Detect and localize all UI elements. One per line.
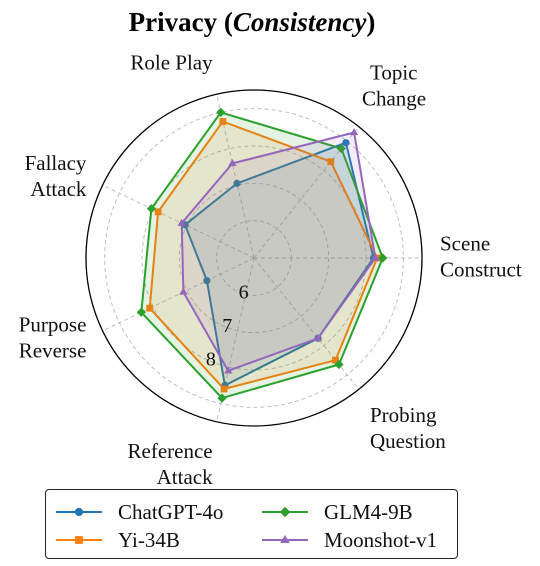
series-0-point-4 <box>203 277 211 285</box>
series-3-point-4 <box>179 287 188 295</box>
grid-spoke <box>102 257 255 332</box>
legend-label-glm: GLM4-9B <box>324 499 413 524</box>
series-line-3 <box>180 131 377 372</box>
grid-spoke <box>253 257 360 390</box>
legend-marker-1 <box>75 536 83 544</box>
series-2-point-0 <box>378 253 388 263</box>
radial-ticks: 678 <box>206 282 249 371</box>
legend-marker-3 <box>280 534 290 544</box>
axis-label-4-line-1: Reverse <box>19 338 87 362</box>
series-line-0 <box>184 141 375 387</box>
axis-label-0-line-0: Scene <box>440 232 490 256</box>
series-2-point-3 <box>146 203 157 214</box>
series-line-1 <box>148 120 379 390</box>
axis-label-6-line-0: Probing <box>370 403 437 427</box>
legend-label-moonshot: Moonshot-v1 <box>324 527 438 552</box>
axis-label-1-line-1: Change <box>362 86 426 110</box>
grid-spoke <box>253 126 360 259</box>
series-2-point-5 <box>217 393 227 403</box>
axis-label-5-line-1: Attack <box>157 465 213 489</box>
legend-swatch-glm <box>262 506 308 518</box>
legend-marker-0 <box>74 507 84 517</box>
radial-tick-label: 6 <box>239 282 249 304</box>
series-1-point-5 <box>220 385 228 393</box>
radial-tick-label: 7 <box>222 315 232 337</box>
legend-marker-2 <box>279 506 291 518</box>
axis-label-0-line-1: Construct <box>440 258 522 282</box>
title-paren-open: ( <box>217 7 233 37</box>
grid-spoke <box>102 184 255 259</box>
axis-label-5-line-0: Reference <box>128 439 213 463</box>
axis-label-1-line-0: Topic <box>370 60 418 84</box>
series-0-point-1 <box>342 139 350 147</box>
outer-frame <box>85 89 423 427</box>
legend-swatch-yi <box>56 536 102 544</box>
legend-item-yi: Yi-34B <box>54 527 180 553</box>
series-1-point-3 <box>154 208 162 216</box>
series-3-point-6 <box>313 333 323 341</box>
axis-label-6-line-1: Question <box>370 429 446 453</box>
series-2-point-4 <box>136 307 146 317</box>
axis-label-2: Role Play <box>130 50 213 74</box>
series-area-2 <box>141 112 383 399</box>
series-1-point-6 <box>332 356 339 364</box>
axis-label-4-line-0: Purpose <box>19 312 87 336</box>
legend: ChatGPT-4o Yi-34B GLM4-9B Moonshot-v1 <box>45 489 458 559</box>
series-1-point-1 <box>327 158 335 166</box>
series-2-point-2 <box>216 107 226 118</box>
legend-swatch-moonshot <box>262 534 308 544</box>
legend-label-yi: Yi-34B <box>118 527 180 552</box>
legend-item-moonshot: Moonshot-v1 <box>260 527 437 553</box>
legend-item-glm: GLM4-9B <box>260 499 413 525</box>
grid-ring <box>178 182 330 334</box>
axis-label-3-line-1: Attack <box>30 177 86 201</box>
series-3-point-0 <box>371 253 380 261</box>
legend-label-chatgpt: ChatGPT-4o <box>118 499 224 524</box>
radial-tick-label: 8 <box>206 349 216 371</box>
series-line-2 <box>140 111 384 400</box>
series-3-point-2 <box>228 158 237 167</box>
legend-swatch-chatgpt <box>56 507 102 517</box>
series-2-point-1 <box>336 143 346 154</box>
axis-label-3-line-0: Fallacy <box>25 151 87 175</box>
series-3-point-3 <box>177 218 186 226</box>
radar-series <box>136 107 388 403</box>
series-area-1 <box>149 121 378 389</box>
series-area-3 <box>181 132 376 371</box>
series-3-point-5 <box>224 366 233 374</box>
series-2-point-6 <box>334 359 344 370</box>
title-main: Privacy <box>129 7 218 37</box>
title-italic: Consistency <box>233 7 368 37</box>
series-1-point-4 <box>146 304 154 312</box>
legend-item-chatgpt: ChatGPT-4o <box>54 499 223 525</box>
axis-label-2-line-0: Role Play <box>130 50 213 74</box>
series-3-point-1 <box>349 128 359 136</box>
chart-title: Privacy (Consistency) <box>129 7 376 37</box>
title-paren-close: ) <box>366 7 375 37</box>
series-1-point-2 <box>219 118 227 125</box>
series-0-point-2 <box>233 179 241 187</box>
